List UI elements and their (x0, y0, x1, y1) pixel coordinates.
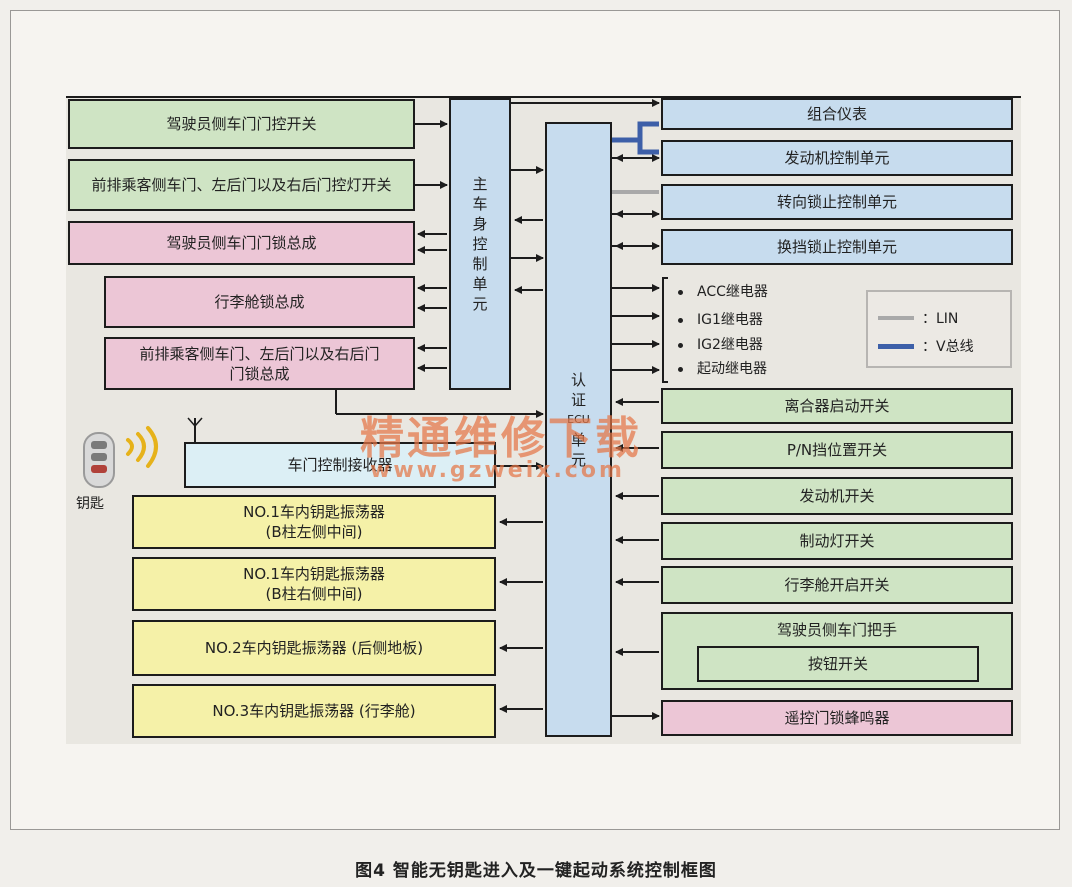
box-label: 制动灯开关 (799, 532, 875, 550)
box-label: 驾驶员侧车门门锁总成 (166, 234, 317, 252)
box-label: 转向锁止控制单元 (776, 193, 897, 211)
unit-char: 身 (472, 215, 488, 233)
driver-door-lock-assembly: 驾驶员侧车门门锁总成 (68, 221, 415, 265)
authentication-ecu: 认 证 ECU 单 元 (545, 122, 612, 737)
box-label: 遥控门锁蜂鸣器 (784, 709, 890, 727)
box-label: NO.2车内钥匙振荡器 (后侧地板) (204, 639, 424, 657)
box-label: 组合仪表 (806, 105, 867, 123)
driver-door-courtesy-switch: 驾驶员侧车门门控开关 (68, 99, 415, 149)
steering-lock-control-unit: 转向锁止控制单元 (661, 184, 1013, 220)
box-label-line1: NO.1车内钥匙振荡器 (243, 565, 385, 583)
oscillator-b-pillar-left: NO.1车内钥匙振荡器 (B柱左侧中间) (132, 495, 496, 549)
legend: ：LIN ：V总线 (866, 290, 1012, 368)
box-label: 换挡锁止控制单元 (776, 238, 897, 256)
box-label: NO.3车内钥匙振荡器 (行李舱) (212, 702, 416, 720)
bullet-icon (678, 289, 683, 295)
relay-starter: 起动继电器 (678, 358, 767, 378)
watermark-text: 精通维修下载 (360, 413, 642, 464)
combination-meter: 组合仪表 (661, 98, 1013, 130)
bullet-icon (678, 342, 683, 348)
engine-switch: 发动机开关 (661, 477, 1013, 515)
box-label: 驾驶员侧车门把手 (776, 621, 897, 639)
lin-swatch (878, 316, 914, 320)
relay-label: 起动继电器 (697, 361, 767, 377)
unit-char: ECU (567, 413, 590, 426)
unit-char: 车 (472, 195, 488, 213)
passenger-rear-door-lock-assembly: 前排乘客侧车门、左后门以及右后门 门锁总成 (104, 337, 415, 390)
shift-lock-control-unit: 换挡锁止控制单元 (661, 229, 1013, 265)
box-label-line2: (B柱右侧中间) (265, 585, 363, 603)
relay-label: IG1继电器 (697, 312, 763, 328)
box-label-line1: NO.1车内钥匙振荡器 (243, 503, 385, 521)
box-label: 发动机开关 (799, 487, 875, 505)
remote-lock-buzzer: 遥控门锁蜂鸣器 (661, 700, 1013, 736)
key-fob-icon (83, 432, 115, 488)
box-label: 驾驶员侧车门门控开关 (166, 115, 317, 133)
box-label: 行李舱开启开关 (784, 576, 890, 594)
legend-lin: ：LIN (878, 308, 958, 328)
box-label-line2: 门锁总成 (229, 364, 290, 383)
relay-label: ACC继电器 (697, 284, 768, 300)
engine-control-unit: 发动机控制单元 (661, 140, 1013, 176)
box-label: 前排乘客侧车门、左后门以及右后门控灯开关 (91, 176, 392, 194)
box-label: 车门控制接收器 (287, 456, 393, 474)
unit-char: 主 (472, 175, 488, 193)
unit-char: 元 (472, 295, 488, 313)
trunk-lock-assembly: 行李舱锁总成 (104, 276, 415, 328)
relay-ig2: IG2继电器 (678, 334, 763, 354)
box-label-line2: (B柱左侧中间) (265, 523, 363, 541)
legend-label: ：LIN (922, 311, 959, 327)
box-label-line1: 前排乘客侧车门、左后门以及右后门 (139, 344, 380, 363)
relay-ig1: IG1继电器 (678, 309, 763, 329)
unit-char: 证 (570, 391, 586, 409)
box-label: 按钮开关 (807, 655, 868, 673)
pn-position-switch: P/N挡位置开关 (661, 431, 1013, 469)
main-body-control-unit: 主 车 身 控 制 单 元 (449, 98, 511, 390)
box-label: 发动机控制单元 (784, 149, 890, 167)
bullet-icon (678, 366, 683, 372)
oscillator-rear-floor: NO.2车内钥匙振荡器 (后侧地板) (132, 620, 496, 676)
unit-char: 单 (472, 275, 488, 293)
unit-char: 控 (472, 235, 488, 253)
legend-vbus: ：V总线 (878, 336, 974, 356)
unit-char: 单 (570, 431, 586, 449)
unit-char: 元 (570, 451, 586, 469)
box-label: P/N挡位置开关 (786, 441, 888, 459)
door-control-receiver: 车门控制接收器 (184, 442, 496, 488)
brake-light-switch: 制动灯开关 (661, 522, 1013, 560)
relay-label: IG2继电器 (697, 337, 763, 353)
figure-caption: 图4 智能无钥匙进入及一键起动系统控制框图 (355, 861, 717, 881)
unit-char: 认 (570, 371, 586, 389)
vbus-swatch (878, 343, 914, 349)
door-handle-button-switch: 按钮开关 (697, 646, 979, 682)
relay-acc: ACC继电器 (678, 281, 768, 301)
trunk-open-switch: 行李舱开启开关 (661, 566, 1013, 604)
clutch-start-switch: 离合器启动开关 (661, 388, 1013, 424)
bullet-icon (678, 317, 683, 323)
oscillator-b-pillar-right: NO.1车内钥匙振荡器 (B柱右侧中间) (132, 557, 496, 611)
legend-label: ：V总线 (922, 339, 974, 355)
passenger-rear-door-courtesy-switch: 前排乘客侧车门、左后门以及右后门控灯开关 (68, 159, 415, 211)
box-label: 行李舱锁总成 (214, 293, 305, 311)
key-label: 钥匙 (76, 496, 104, 512)
oscillator-trunk: NO.3车内钥匙振荡器 (行李舱) (132, 684, 496, 738)
watermark-url: www.gzweix.com (370, 458, 625, 483)
unit-char: 制 (472, 255, 488, 273)
box-label: 离合器启动开关 (784, 397, 890, 415)
